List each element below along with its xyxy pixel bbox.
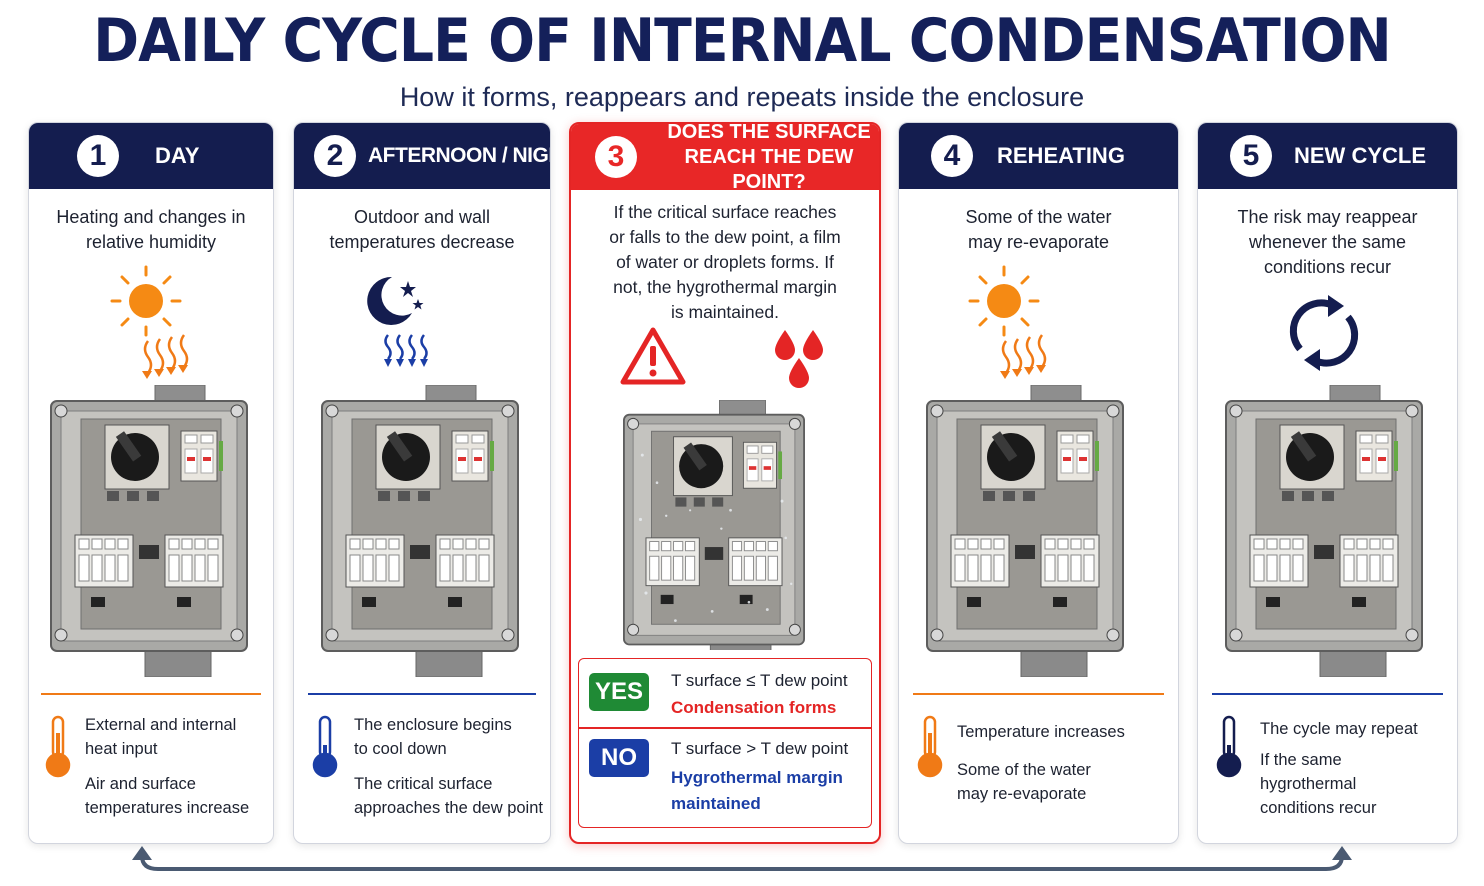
sun-heat-icon: [968, 265, 1048, 381]
enclosure-illustration: [50, 385, 248, 677]
decision-divider: [579, 727, 871, 729]
cycle-return-arrow: [132, 846, 1352, 871]
step-card-reheating: 4 REHEATING Some of the water may re-eva…: [898, 122, 1179, 844]
step-card-day: 1 DAY Heating and changes in relative hu…: [28, 122, 274, 844]
warning-icon: [620, 327, 686, 385]
step-label: DAY: [155, 143, 200, 168]
thermometer-cold-icon: [1216, 715, 1242, 778]
step-card-new-cycle: 5 NEW CYCLE The risk may reappear whenev…: [1197, 122, 1458, 844]
note: Temperature increases: [957, 723, 1125, 741]
cycle-arrows-icon: [1289, 295, 1359, 371]
step-label: DOES THE SURFACE REACH THE DEW POINT?: [667, 122, 871, 193]
moon-cooling-icon: [367, 276, 428, 367]
no-badge: NO: [589, 739, 649, 777]
step-header: 4 REHEATING: [899, 123, 1178, 189]
step-number-badge: 4: [931, 135, 973, 177]
desc-line: relative humidity: [85, 232, 217, 252]
yes-badge: YES: [589, 673, 649, 711]
thermometer-cold-icon: [312, 715, 338, 778]
step-label: AFTERNOON / NIGHT: [368, 144, 550, 167]
dew-point-decision-box: YES T surface ≤ T dew point Condensation…: [578, 658, 872, 828]
step-number-badge: 5: [1230, 135, 1272, 177]
step-description: Outdoor and wall temperatures decrease: [329, 207, 515, 252]
water-droplets-icon: [775, 330, 823, 388]
note: The cycle may repeat: [1260, 720, 1418, 738]
step-number-badge: 2: [314, 135, 356, 177]
thermometer-hot-icon: [45, 715, 71, 778]
step-description: If the critical surface reaches or falls…: [609, 202, 841, 322]
step-number-badge: 1: [77, 135, 119, 177]
no-condition: T surface > T dew point: [671, 739, 849, 758]
sun-heat-icon: [110, 265, 190, 381]
thermometer-hot-icon: [917, 715, 943, 778]
divider: [41, 693, 261, 695]
step-label: REHEATING: [997, 143, 1125, 168]
step-description: The risk may reappear whenever the same …: [1237, 207, 1418, 277]
step-label: NEW CYCLE: [1294, 143, 1426, 168]
step-card-afternoon-night: 2 AFTERNOON / NIGHT Outdoor and wall tem…: [293, 122, 551, 844]
step-header: 5 NEW CYCLE: [1198, 123, 1457, 189]
step-header: 2 AFTERNOON / NIGHT: [294, 123, 550, 189]
step-description: Heating and changes in relative humidity: [39, 205, 263, 255]
desc-line: Heating and changes in: [56, 207, 246, 227]
divider: [913, 693, 1164, 695]
step-header: 3 DOES THE SURFACE REACH THE DEW POINT?: [571, 124, 879, 193]
divider: [1212, 693, 1443, 695]
enclosure-illustration-wet: [623, 400, 805, 650]
yes-result: Condensation forms: [671, 698, 837, 717]
no-result: Hygrothermal margin maintained: [671, 768, 843, 813]
step-number-badge: 3: [595, 136, 637, 178]
step-header: 1 DAY: [29, 123, 273, 189]
yes-condition: T surface ≤ T dew point: [671, 671, 848, 690]
enclosure-illustration: [321, 385, 519, 677]
enclosure-illustration: [1225, 385, 1423, 677]
step-card-dew-point-decision: 3 DOES THE SURFACE REACH THE DEW POINT? …: [569, 122, 881, 844]
page-title: DAILY CYCLE OF INTERNAL CONDENSATION: [93, 6, 1391, 76]
enclosure-illustration: [926, 385, 1124, 677]
divider: [308, 693, 536, 695]
step-description: Some of the water may re-evaporate: [965, 207, 1112, 252]
page-subtitle: How it forms, reappears and repeats insi…: [399, 82, 1085, 112]
